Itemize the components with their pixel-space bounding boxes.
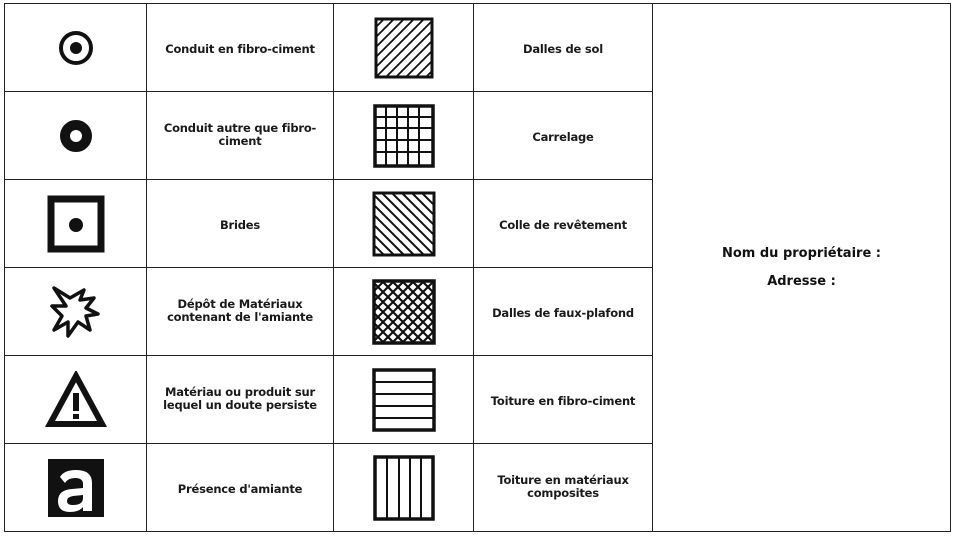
symbol-cell	[4, 91, 147, 180]
symbol-cell	[333, 443, 474, 532]
thick-ring-icon	[59, 119, 92, 152]
label-cell: Colle de revêtement	[473, 179, 653, 268]
owner-address-label: Adresse :	[767, 273, 836, 289]
symbol-cell	[333, 267, 474, 356]
label-cell: Présence d'amiante	[146, 443, 334, 532]
legend-label: Dalles de faux-plafond	[492, 306, 634, 320]
legend-label: Toiture en fibro-ciment	[490, 394, 636, 408]
legend-label: Carrelage	[532, 130, 594, 144]
concentric-circle-icon	[58, 30, 93, 65]
symbol-cell	[4, 443, 147, 532]
legend-label: Matériau ou produit sur lequel un doute …	[163, 385, 317, 412]
diagonal-hatch-backward-icon	[372, 191, 435, 256]
legend-label: Dépôt de Matériaux contenant de l'amiant…	[167, 297, 313, 324]
label-cell: Conduit autre que fibro-ciment	[146, 91, 334, 180]
letter-a-square-icon	[47, 458, 104, 517]
symbol-cell	[4, 3, 147, 92]
label-cell: Matériau ou produit sur lequel un doute …	[146, 355, 334, 444]
crosshatch-diamond-icon	[371, 278, 436, 345]
legend-label: Brides	[219, 218, 261, 232]
legend-label: Présence d'amiante	[177, 482, 303, 496]
legend-row: Conduit autre que fibro-ciment Carrelage	[4, 91, 951, 180]
owner-name-label: Nom du propriétaire :	[721, 245, 881, 261]
label-cell: Toiture en matériaux composites	[473, 443, 653, 532]
label-cell: Carrelage	[473, 91, 653, 180]
legend-row: Présence d'amiante Toiture en matériaux …	[4, 443, 951, 532]
horizontal-lines-icon	[371, 367, 436, 432]
square-with-dot-icon	[47, 195, 104, 252]
warning-triangle-icon	[44, 370, 107, 427]
grid-hatch-icon	[372, 103, 435, 168]
diagonal-hatch-forward-icon	[374, 17, 433, 78]
legend-label: Conduit autre que fibro-ciment	[163, 121, 317, 148]
irregular-star-icon	[49, 285, 100, 338]
legend-row: Matériau ou produit sur lequel un doute …	[4, 355, 951, 444]
legend-label: Conduit en fibro-ciment	[165, 42, 315, 56]
symbol-cell	[4, 355, 147, 444]
symbol-cell	[333, 91, 474, 180]
label-cell: Dalles de sol	[473, 3, 653, 92]
symbol-cell	[4, 179, 147, 268]
legend-label: Dalles de sol	[523, 42, 603, 56]
symbol-cell	[4, 267, 147, 356]
label-cell: Dalles de faux-plafond	[473, 267, 653, 356]
legend-row: Conduit en fibro-ciment Dalles de sol No…	[4, 3, 951, 532]
label-cell: Toiture en fibro-ciment	[473, 355, 653, 444]
owner-info: Nom du propriétaire : Adresse :	[653, 245, 950, 291]
symbol-cell	[333, 355, 474, 444]
owner-info-cell: Nom du propriétaire : Adresse :	[652, 3, 951, 532]
symbol-cell	[333, 3, 474, 92]
label-cell: Dépôt de Matériaux contenant de l'amiant…	[146, 267, 334, 356]
label-cell: Conduit en fibro-ciment	[146, 3, 334, 92]
symbol-cell	[333, 179, 474, 268]
asbestos-legend-table: Conduit en fibro-ciment Dalles de sol No…	[4, 3, 951, 532]
legend-label: Colle de revêtement	[499, 218, 627, 232]
vertical-lines-icon	[372, 454, 435, 521]
legend-label: Toiture en matériaux composites	[497, 473, 629, 500]
label-cell: Brides	[146, 179, 334, 268]
